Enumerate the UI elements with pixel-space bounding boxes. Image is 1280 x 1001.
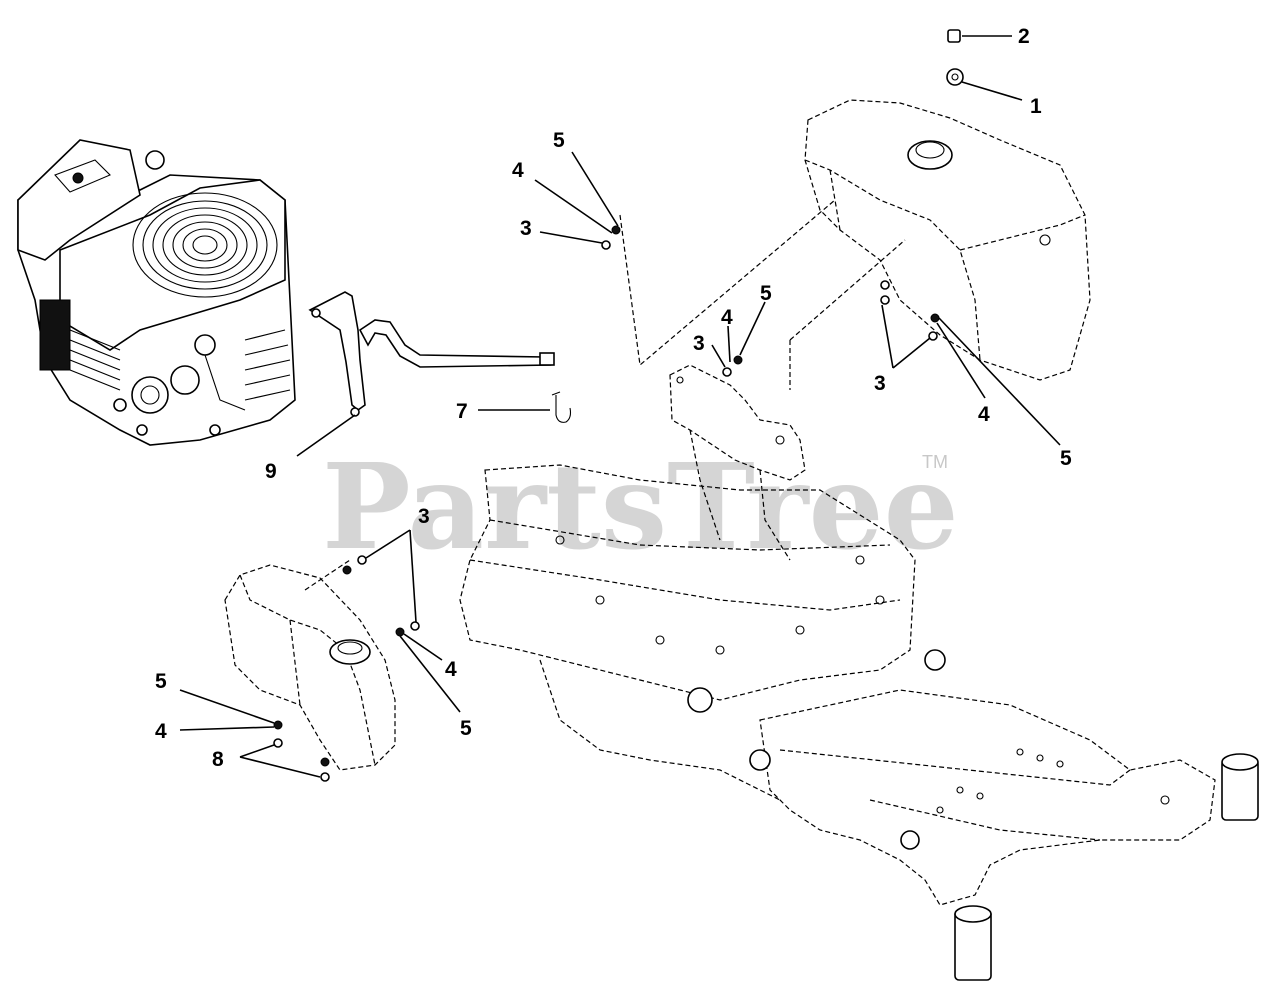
callout-8: 8 — [212, 748, 224, 771]
right-fuel-tank — [804, 99, 1091, 381]
callout-5-bracket: 5 — [760, 282, 772, 305]
fuel-line — [308, 291, 555, 412]
callout-5-lower: 5 — [155, 670, 167, 693]
callout-9: 9 — [265, 460, 277, 483]
watermark-brand: PartsTree — [322, 437, 959, 576]
hook-clip — [551, 391, 572, 423]
watermark-trademark: TM — [922, 452, 948, 472]
callout-5-top: 5 — [553, 129, 565, 152]
watermark: PartsTree TM — [322, 437, 959, 576]
callout-4-top: 4 — [512, 159, 524, 182]
callout-5-left: 5 — [460, 717, 472, 740]
callout-4-bracket: 4 — [721, 306, 733, 329]
leader-lines — [179, 35, 1061, 778]
cylinder-fins — [39, 299, 121, 391]
fan-grille — [132, 192, 278, 298]
callout-labels: 2 1 5 4 3 3 4 5 3 4 5 7 9 3 4 5 5 4 8 — [155, 25, 1072, 771]
callout-7: 7 — [456, 400, 468, 423]
callout-3-bracket: 3 — [693, 332, 705, 355]
right-fins — [244, 329, 291, 401]
callout-3-left: 3 — [418, 505, 430, 528]
callout-3-top: 3 — [520, 217, 532, 240]
callout-4-left: 4 — [445, 658, 457, 681]
callout-1: 1 — [1030, 95, 1042, 118]
callout-4-lower: 4 — [155, 720, 167, 743]
callout-3-tank: 3 — [874, 372, 886, 395]
callout-5-tank: 5 — [1060, 447, 1072, 470]
callout-2: 2 — [1018, 25, 1030, 48]
callout-4-tank: 4 — [978, 403, 990, 426]
mower-frame — [459, 364, 1259, 981]
hardware — [273, 29, 964, 782]
engine — [17, 139, 296, 446]
left-fuel-tank — [224, 564, 396, 771]
alignment-lines — [304, 199, 906, 591]
